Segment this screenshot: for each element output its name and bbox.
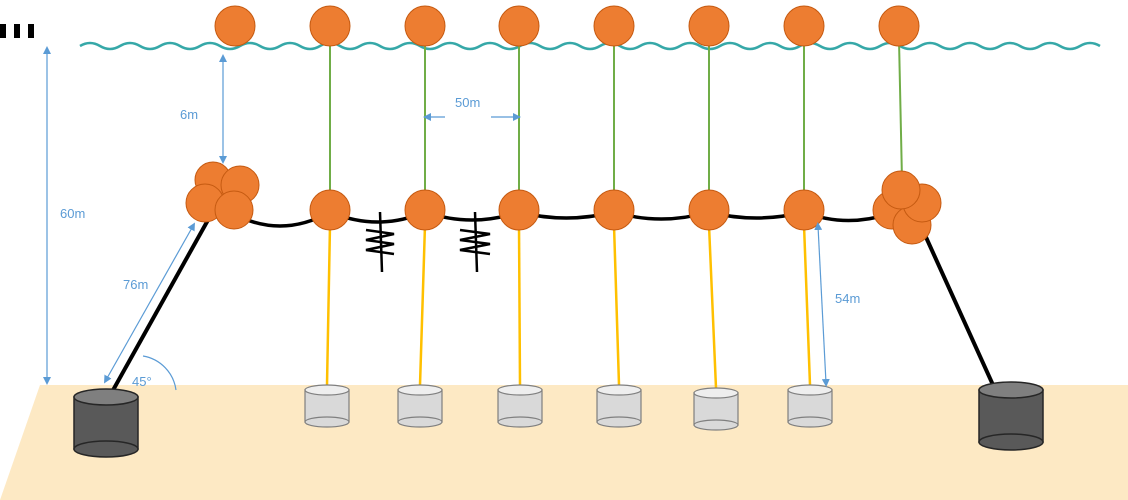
subsurface-float	[688, 189, 730, 231]
anchor-light	[787, 384, 833, 428]
anchor-light	[397, 384, 443, 428]
anchor-light	[304, 384, 350, 428]
surface-float	[214, 5, 256, 47]
spacing-label: 50m	[455, 95, 480, 110]
seabed	[0, 385, 1128, 500]
surface-float	[593, 5, 635, 47]
angle-label: 45°	[132, 374, 152, 389]
surface-float	[783, 5, 825, 47]
riser-length-label: 54m	[835, 291, 860, 306]
subsurface-float	[498, 189, 540, 231]
surface-float	[688, 5, 730, 47]
surface-gap-label: 6m	[180, 107, 198, 122]
subsurface-float	[404, 189, 446, 231]
light-anchors	[304, 384, 833, 431]
dimension-arrows	[43, 46, 830, 391]
float-cluster-left	[185, 161, 260, 230]
anchor-block-left	[73, 388, 139, 458]
anchor-line-arrow	[104, 222, 195, 384]
surface-float	[878, 5, 920, 47]
right-anchor-line	[923, 234, 995, 386]
anchor-line-label: 76m	[123, 277, 148, 292]
green-tethers	[329, 39, 903, 200]
subsurface-float	[309, 189, 351, 231]
surface-float	[404, 5, 446, 47]
subsurface-floats	[309, 189, 825, 231]
anchor-light	[596, 384, 642, 428]
water-surface	[79, 41, 1101, 51]
riser-arrow	[814, 222, 830, 387]
anchor-light	[497, 384, 543, 428]
angle-arc	[142, 355, 177, 391]
float-cluster-right	[872, 170, 942, 245]
subsurface-float	[783, 189, 825, 231]
depth-label: 60m	[60, 206, 85, 221]
spring-right	[459, 211, 491, 273]
anchor-light	[693, 387, 739, 431]
anchor-block-right	[978, 381, 1044, 451]
subsurface-float	[593, 189, 635, 231]
spring-left	[365, 211, 395, 273]
yellow-risers	[325, 224, 812, 389]
left-anchor-line	[110, 219, 210, 393]
surface-floats	[214, 5, 920, 47]
cropped-marks	[0, 24, 34, 38]
surface-float	[309, 5, 351, 47]
surface-float	[498, 5, 540, 47]
